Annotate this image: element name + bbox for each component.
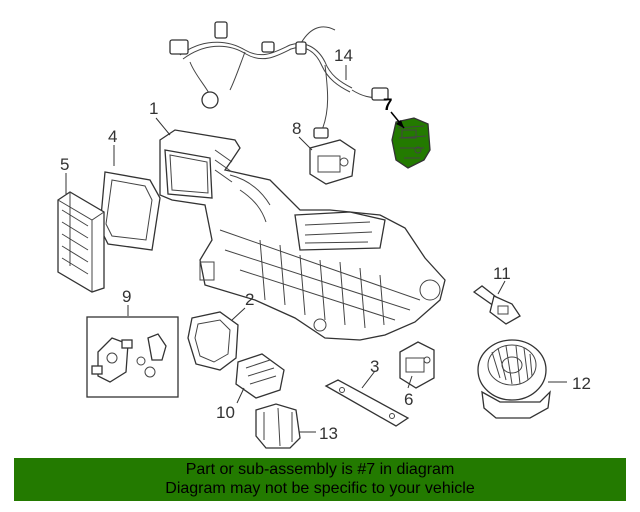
callout-11: 11 <box>493 264 511 283</box>
callout-12: 12 <box>572 374 591 393</box>
parts-diagram: 1 2 3 4 5 6 7 8 9 10 11 12 13 14 <box>57 21 591 449</box>
bracket-part-13[interactable] <box>255 403 301 449</box>
actuator-part-8[interactable] <box>309 139 356 185</box>
callout-labels: 1 2 3 4 5 6 7 8 9 10 11 12 13 14 <box>60 46 591 443</box>
leader-lines <box>65 65 567 433</box>
actuator-part-7-highlighted[interactable] <box>391 117 431 169</box>
callout-14: 14 <box>334 46 353 65</box>
filter-frame-part-4[interactable] <box>99 171 161 251</box>
wiring-harness-part-14[interactable] <box>169 21 389 139</box>
callout-3: 3 <box>370 357 379 376</box>
banner-line-part-number: Part or sub-assembly is #7 in diagram <box>185 461 455 478</box>
seal-part-2[interactable] <box>187 311 239 371</box>
part-7-body <box>391 117 431 169</box>
callout-7: 7 <box>383 95 392 114</box>
part-7-arrow <box>390 111 405 129</box>
callout-4: 4 <box>108 127 117 146</box>
callout-2: 2 <box>245 290 254 309</box>
info-banner: Part or sub-assembly is #7 in diagram Di… <box>14 458 626 501</box>
resistor-part-10[interactable] <box>235 353 285 399</box>
hvac-housing-part-1[interactable] <box>159 129 446 341</box>
callout-6: 6 <box>404 390 413 409</box>
sensor-part-11[interactable] <box>472 285 521 325</box>
callout-13: 13 <box>319 424 338 443</box>
actuator-part-6[interactable] <box>399 341 435 389</box>
callout-1: 1 <box>149 99 158 118</box>
cabin-filter-part-5[interactable] <box>57 191 105 293</box>
expansion-valve-kit-part-9[interactable] <box>86 316 179 398</box>
banner-line-disclaimer: Diagram may not be specific to your vehi… <box>165 480 475 497</box>
gasket-strip-part-3[interactable] <box>324 379 410 427</box>
blower-motor-part-12[interactable] <box>477 339 551 419</box>
callout-5: 5 <box>60 155 69 174</box>
callout-10: 10 <box>216 403 235 422</box>
callout-9: 9 <box>122 287 131 306</box>
callout-8: 8 <box>292 119 301 138</box>
